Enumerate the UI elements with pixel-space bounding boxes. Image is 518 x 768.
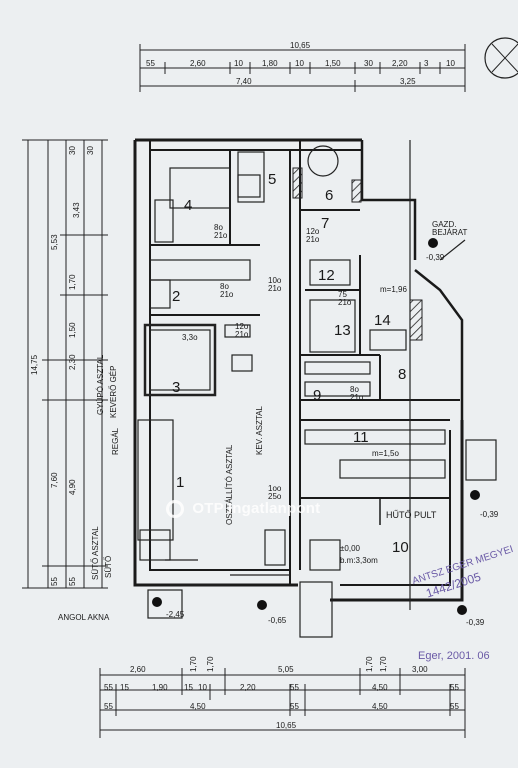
room-6: 6 (325, 187, 334, 204)
label-regal: REGÁL (111, 427, 120, 455)
bottom-dim-r3-55a: 55 (104, 702, 113, 711)
stamp-date: Eger, 2001. 06 (418, 650, 490, 662)
bottom-dimension-lines (99, 668, 466, 738)
label-gyupo-asztal: GYÚPÓ ASZTAL (96, 354, 105, 415)
top-dim-5: 10 (295, 59, 304, 68)
left-dim-553: 5,53 (50, 234, 59, 250)
door-dim-room3: 12o 21o (235, 322, 249, 339)
room-2: 2 (172, 288, 181, 305)
bottom-dim-r2-450: 4,50 (372, 683, 388, 692)
label-gazd-bejarat: GAZD. BEJÁRAT (432, 220, 468, 237)
label-kev-asztal: KEV. ASZTAL (255, 406, 264, 455)
fixtures (137, 140, 497, 638)
door-dim-room12: 75 21o (338, 290, 352, 307)
top-dim-325: 3,25 (400, 77, 416, 86)
watermark: OTP Ingatlanpont (166, 500, 321, 519)
left-dim-30a: 30 (86, 146, 95, 155)
room-5: 5 (268, 171, 277, 188)
room-8: 8 (398, 366, 407, 383)
room-10: 10 (392, 539, 409, 556)
top-dim-10: 10 (446, 59, 455, 68)
room-12: 12 (318, 267, 335, 284)
bottom-dim-r3-55b: 55 (290, 702, 299, 711)
bottom-dim-r2-55b: 55 (290, 683, 299, 692)
watermark-text: OTP Ingatlanpont (192, 500, 321, 517)
label-bm-330: b.m:3,3om (340, 556, 378, 565)
bottom-dim-170d: 1,70 (379, 656, 388, 672)
bottom-dim-260: 2,60 (130, 665, 146, 674)
top-dim-9: 3 (424, 59, 429, 68)
door-dim-room4: 8o 21o (214, 223, 228, 240)
top-dim-8: 2,20 (392, 59, 408, 68)
level-markers (152, 238, 480, 615)
label-angol-akna: ANGOL AKNA (58, 613, 110, 622)
bottom-dim-170c: 1,70 (365, 656, 374, 672)
otp-logo-icon (166, 500, 184, 519)
left-dim-760: 7,60 (50, 472, 59, 488)
bottom-dim-r2-220: 2,20 (240, 683, 256, 692)
bottom-dim-r3-450b: 4,50 (372, 702, 388, 711)
left-dim-230: 2,30 (68, 354, 77, 370)
bottom-dim-r2-190: 1,90 (152, 683, 168, 692)
bottom-dim-r3-55c: 55 (450, 702, 459, 711)
label-n039-right: -0,39 (480, 510, 499, 519)
left-dim-30b: 30 (68, 146, 77, 155)
left-dim-55b: 55 (68, 577, 77, 586)
bottom-dim-r2-15b: 15 (184, 683, 193, 692)
label-m-150: m=1,5o (372, 449, 399, 458)
left-dim-total: 14,75 (30, 354, 39, 375)
top-dim-1: 55 (146, 59, 155, 68)
bottom-dim-505: 5,05 (278, 665, 294, 674)
door-dim-room9: 8o 21o (350, 385, 364, 402)
label-n039-bottom: -0,39 (466, 618, 485, 627)
bottom-dim-170b: 1,70 (206, 656, 215, 672)
room-9: 9 (313, 387, 322, 404)
bottom-dim-170a: 1,70 (189, 656, 198, 672)
top-dim-740: 7,40 (236, 77, 252, 86)
bottom-dim-r2-55a: 55 (104, 683, 113, 692)
bottom-dim-r2-15a: 15 (120, 683, 129, 692)
left-dimension-lines (22, 139, 108, 589)
room-4: 4 (184, 197, 193, 214)
label-suto: SÜTŐ (104, 555, 113, 578)
label-suto-asztal: SÜTŐ ASZTAL (91, 526, 100, 580)
top-dim-4: 1,80 (262, 59, 278, 68)
left-dim-490: 4,90 (68, 479, 77, 495)
bottom-dim-r2-55c: 55 (450, 683, 459, 692)
room-11: 11 (353, 429, 369, 446)
top-dim-total: 10,65 (290, 41, 311, 50)
left-dim-170: 1,70 (68, 274, 77, 290)
label-m-196: m=1,96 (380, 285, 407, 294)
label-n039-top: -0,39 (426, 253, 445, 262)
top-dim-7: 30 (364, 59, 373, 68)
room-14: 14 (374, 312, 391, 329)
label-n065: -0,65 (268, 616, 287, 625)
door-dim-room7: 12o 21o (306, 227, 320, 244)
door-dim-corridor: 10o 21o (268, 276, 282, 293)
bottom-dim-300: 3,00 (412, 665, 428, 674)
label-pm-000: ±0,00 (340, 544, 360, 553)
top-dim-3: 10 (234, 59, 243, 68)
room-1: 1 (176, 474, 185, 491)
room-13: 13 (334, 322, 351, 339)
left-dim-343: 3,43 (72, 202, 81, 218)
bottom-dim-total: 10,65 (276, 721, 297, 730)
room-3: 3 (172, 379, 181, 396)
top-dim-2: 2,60 (190, 59, 206, 68)
door-dim-room1: 1oo 25o (268, 484, 282, 501)
label-n245: -2,45 (166, 610, 185, 619)
left-dim-55: 55 (50, 577, 59, 586)
door-dim-room2: 8o 21o (220, 282, 234, 299)
label-huto-pult: HŰTŐ PULT (386, 510, 437, 520)
dim-room3-width: 3,3o (182, 333, 198, 342)
label-kevero-gep: KEVERŐ GÉP (109, 365, 118, 418)
left-dim-150: 1,50 (68, 322, 77, 338)
bottom-dim-r2-10: 10 (198, 683, 207, 692)
bottom-dim-r3-450a: 4,50 (190, 702, 206, 711)
room-7: 7 (321, 215, 330, 232)
top-dim-6: 1,50 (325, 59, 341, 68)
top-dimension-lines (139, 44, 466, 92)
